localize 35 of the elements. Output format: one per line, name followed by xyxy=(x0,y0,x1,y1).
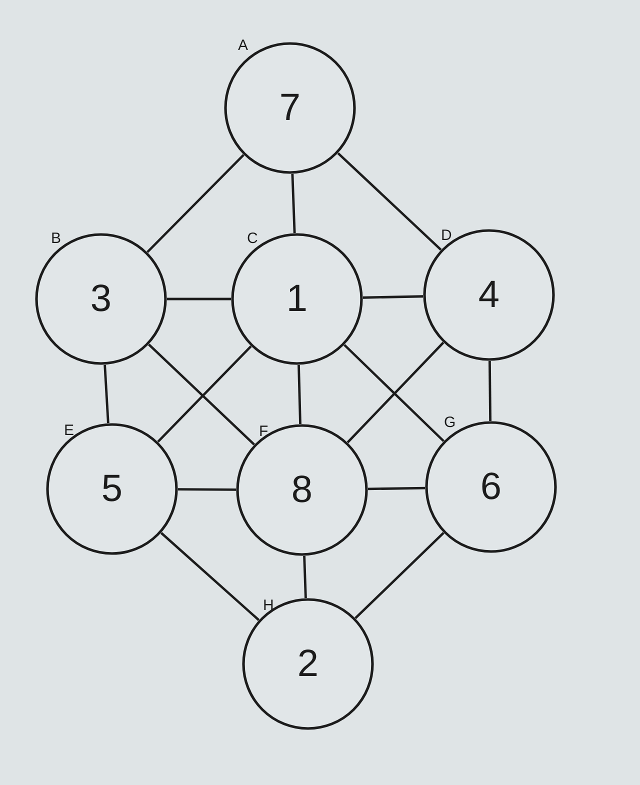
connector-line xyxy=(146,154,244,253)
circle-node xyxy=(236,424,368,556)
node-number: 5 xyxy=(101,470,123,508)
connector-line xyxy=(354,532,444,619)
connector-line xyxy=(160,532,260,621)
vertex-letter: B xyxy=(51,231,62,246)
connector-line xyxy=(368,486,426,490)
node-number: 7 xyxy=(279,89,301,127)
vertex-letter: E xyxy=(64,423,74,438)
vertex-letter: C xyxy=(247,231,258,246)
connector-line xyxy=(167,298,231,300)
node-number: 8 xyxy=(291,471,313,509)
circle-node xyxy=(231,233,363,365)
node-number: 3 xyxy=(90,280,112,318)
connector-line xyxy=(178,488,236,491)
vertex-letter: D xyxy=(441,228,452,243)
connector-line xyxy=(303,556,307,598)
connector-line xyxy=(337,152,442,251)
circle-node xyxy=(46,423,178,555)
node-number: 2 xyxy=(297,645,319,683)
node-number: 1 xyxy=(286,280,308,318)
connector-line xyxy=(488,360,492,422)
circle-node xyxy=(242,598,374,730)
node-number: 4 xyxy=(478,276,500,314)
node-number: 6 xyxy=(480,468,502,506)
circle-node xyxy=(423,229,555,361)
connector-line xyxy=(298,364,302,424)
connector-line xyxy=(104,364,110,424)
vertex-letter: G xyxy=(444,415,456,430)
circle-node xyxy=(35,233,167,365)
connector-line xyxy=(362,295,424,299)
connector-line xyxy=(291,174,296,234)
vertex-letter: F xyxy=(259,424,268,439)
vertex-letter: H xyxy=(263,598,274,613)
vertex-letter: A xyxy=(238,38,248,53)
